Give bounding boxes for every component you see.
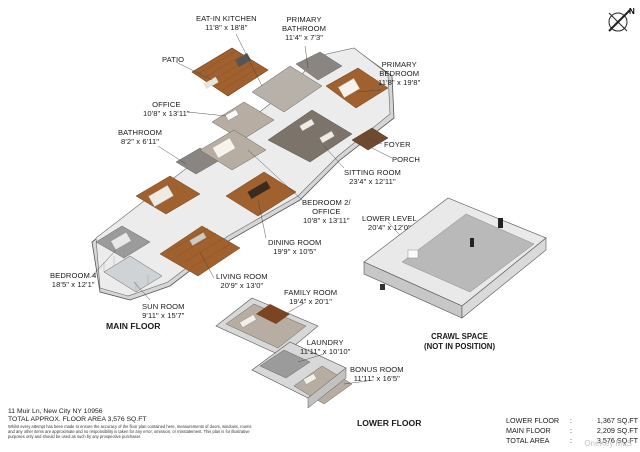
address: 11 Muir Ln, New City NY 10956 <box>8 408 103 415</box>
total-approx-area: TOTAL APPROX. FLOOR AREA 3,576 SQ.FT <box>8 416 147 423</box>
lower-floor-title: LOWER FLOOR <box>357 418 422 428</box>
label-primary-bathroom: PRIMARY BATHROOM 11'4" x 7'3" <box>282 15 327 42</box>
main-floor-title: MAIN FLOOR <box>106 321 161 331</box>
label-family-room: FAMILY ROOM 19'4" x 20'1" <box>284 288 338 306</box>
dining-room-floor <box>225 171 297 217</box>
label-porch: PORCH <box>392 155 420 164</box>
sun-room-floor <box>103 255 163 293</box>
label-bedroom-4: BEDROOM 4 18'5" x 12'1" <box>50 271 97 289</box>
area-row-total: TOTAL AREA:3,576 SQ.FT <box>506 436 638 445</box>
label-foyer: FOYER <box>384 140 411 149</box>
bedroom2-floor <box>199 129 267 171</box>
label-office: OFFICE 10'8" x 13'11" <box>143 100 190 118</box>
north-label: N <box>629 7 635 16</box>
label-sun-room: SUN ROOM 9'11" x 15'7" <box>142 302 185 320</box>
label-laundry: LAUNDRY 11'11" x 10'10" <box>300 338 351 356</box>
main-floor-model <box>91 47 395 301</box>
area-row-main: MAIN FLOOR:2,209 SQ.FT <box>506 426 638 435</box>
north-compass-icon: N <box>604 4 636 36</box>
disclaimer: Whilst every attempt has been made to en… <box>8 424 252 439</box>
family-room-floor <box>225 303 307 349</box>
label-sitting-room: SITTING ROOM 23'4" x 12'11" <box>344 168 401 186</box>
address-block: 11 Muir Ln, New City NY 10956 TOTAL APPR… <box>8 408 147 424</box>
label-bedroom-2-office: BEDROOM 2/ OFFICE 10'8" x 13'11" <box>302 198 351 225</box>
lower-floor-model <box>215 297 353 409</box>
label-eat-in-kitchen: EAT-IN KITCHEN 11'8" x 18'8" <box>196 14 257 32</box>
primary-bathroom-floor <box>295 51 343 81</box>
porch <box>351 127 389 151</box>
area-totals-table: LOWER FLOOR:1,367 SQ.FT MAIN FLOOR:2,209… <box>506 416 638 446</box>
crawl-space-title: CRAWL SPACE (NOT IN POSITION) <box>424 332 496 351</box>
label-lower-level: LOWER LEVEL 20'4" x 12'0" <box>362 214 417 232</box>
label-bathroom: BATHROOM 8'2" x 6'11" <box>118 128 163 146</box>
sitting-room-floor <box>267 109 353 163</box>
label-leaders <box>89 33 407 301</box>
crawl-space-model <box>363 197 547 319</box>
kitchen-floor <box>251 65 323 113</box>
living-room-floor <box>159 225 241 277</box>
label-primary-bedroom: PRIMARY BEDROOM 11'8" x 19'8" <box>378 60 421 87</box>
laundry-floor <box>259 349 311 379</box>
label-patio: PATIO <box>162 55 185 64</box>
watermark: OneKey MLS <box>584 439 632 448</box>
label-dining-room: DINING ROOM 19'9" x 10'5" <box>268 238 322 256</box>
label-bonus-room: BONUS ROOM 11'11" x 16'5" <box>350 365 404 383</box>
area-row-lower: LOWER FLOOR:1,367 SQ.FT <box>506 416 638 425</box>
label-living-room: LIVING ROOM 20'9" x 13'0" <box>216 272 268 290</box>
